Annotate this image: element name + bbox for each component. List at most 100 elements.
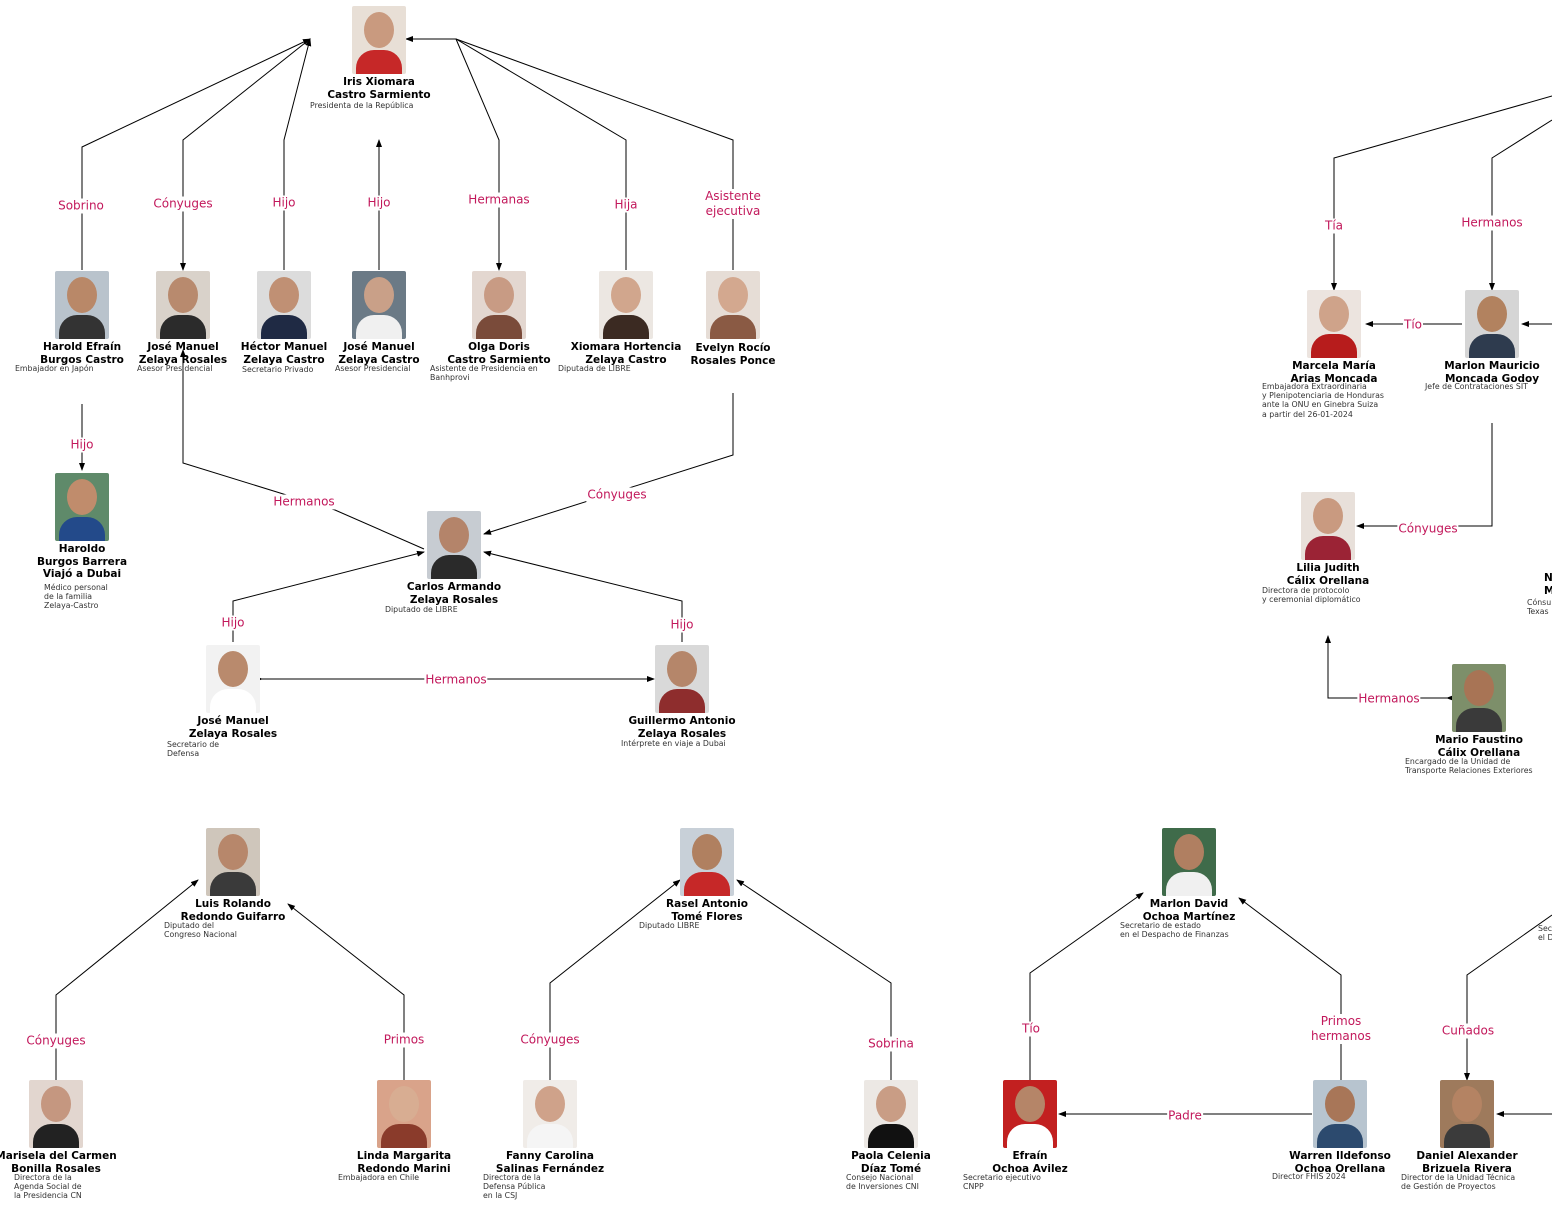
portrait (377, 1080, 431, 1148)
label-conyuges-4: Cónyuges (25, 1033, 87, 1049)
person-name: Lilia Judith Cálix Orellana (1286, 562, 1370, 587)
edge-conyuges-5 (547, 879, 681, 1087)
portrait (1440, 1080, 1494, 1148)
person-role: Diputado LIBRE (639, 921, 700, 930)
label-hermanos-4: Hermanos (1357, 691, 1421, 707)
portrait (655, 645, 709, 713)
portrait (1465, 290, 1519, 358)
person-role: Asesor Presidencial (335, 364, 411, 373)
person-name: Marlon Mauricio Moncada Godoy (1444, 360, 1540, 385)
person-role: Encargado de la Unidad de Transporte Rel… (1405, 757, 1533, 776)
portrait (352, 271, 406, 339)
person-role: Secretario de Defensa (167, 740, 220, 759)
label-tio-2: Tío (1020, 1021, 1042, 1037)
portrait (680, 828, 734, 896)
person-role: Asistente de Presidencia en Banhprovi (430, 364, 538, 383)
label-hermanas: Hermanas (467, 192, 531, 208)
person-name: Marisela del Carmen Bonilla Rosales (0, 1150, 117, 1175)
label-sobrino: Sobrino (57, 198, 105, 214)
portrait (1313, 1080, 1367, 1148)
label-tio-1: Tío (1402, 317, 1424, 333)
label-asistente: Asistente ejecutiva (704, 189, 762, 219)
portrait (523, 1080, 577, 1148)
person-name: Guillermo Antonio Zelaya Rosales (628, 715, 736, 740)
person-role: Jefe de Contrataciones SIT (1425, 382, 1528, 391)
portrait (427, 511, 481, 579)
portrait (55, 271, 109, 339)
label-primos: Primos (382, 1032, 426, 1048)
person-name: Harold Efraín Burgos Castro (40, 341, 124, 366)
person-name: Rasel Antonio Tomé Flores (666, 898, 748, 923)
edge-hermanos-4 (1325, 635, 1454, 701)
person-name: Paola Celenia Díaz Tomé (851, 1150, 931, 1175)
person-name: José Manuel Zelaya Rosales (188, 715, 278, 740)
person-name: N M (1544, 572, 1552, 597)
label-hijo-3: Hijo (69, 437, 95, 453)
person-role: Médico personal de la familia Zelaya-Cas… (44, 583, 108, 611)
label-primos-hermanos: Primos hermanos (1310, 1014, 1372, 1044)
portrait (257, 271, 311, 339)
edge-hermanos-3 (1489, 119, 1552, 291)
label-hija: Hija (613, 197, 639, 213)
person-role: Director FHIS 2024 (1272, 1172, 1346, 1181)
label-hermanos-1: Hermanos (272, 494, 336, 510)
person-role: Directora de la Agenda Social de la Pres… (14, 1173, 82, 1201)
label-conyuges-3: Cónyuges (1397, 521, 1459, 537)
portrait (599, 271, 653, 339)
person-role: Diputado de LIBRE (385, 605, 458, 614)
portrait (1162, 828, 1216, 896)
edge-sobrino (81, 38, 311, 270)
person-role: Directora de la Defensa Pública en la CS… (483, 1173, 546, 1201)
portrait (1307, 290, 1361, 358)
edge-primos-hermanos (1238, 897, 1344, 1089)
edge-hermanas (455, 38, 502, 271)
label-hijo-5: Hijo (669, 617, 695, 633)
person-role: Diputada de LIBRE (558, 364, 631, 373)
label-conyuges-5: Cónyuges (519, 1032, 581, 1048)
edge-conyuges-4 (53, 879, 199, 1087)
person-name: Daniel Alexander Brizuela Rivera (1416, 1150, 1518, 1175)
person-role: Embajador en Japón (15, 364, 94, 373)
portrait (706, 271, 760, 339)
person-name: Mario Faustino Cálix Orellana (1435, 734, 1523, 759)
person-role: Cónsu Texas (1527, 598, 1552, 617)
portrait (352, 6, 406, 74)
person-role: Diputado del Congreso Nacional (164, 921, 237, 940)
person-name: Efraín Ochoa Avilez (992, 1150, 1068, 1175)
portrait (1452, 664, 1506, 732)
portrait (29, 1080, 83, 1148)
person-role: Presidenta de la República (310, 101, 414, 110)
person-name: Carlos Armando Zelaya Rosales (406, 581, 502, 606)
person-role: Embajadora en Chile (338, 1173, 420, 1182)
person-role: Intérprete en viaje a Dubai (621, 739, 726, 748)
person-role: Directora de protocolo y ceremonial dipl… (1262, 586, 1361, 605)
portrait (206, 828, 260, 896)
edge-primos (287, 903, 407, 1087)
label-hijo-1: Hijo (271, 195, 297, 211)
label-hijo-4: Hijo (220, 615, 246, 631)
person-name: Haroldo Burgos Barrera Viajó a Dubai (36, 543, 128, 580)
portrait (1003, 1080, 1057, 1148)
edge-hija (405, 36, 627, 270)
portrait (206, 645, 260, 713)
person-name: Fanny Carolina Salinas Fernández (495, 1150, 605, 1175)
person-role: Secretario de estado en el Despacho de F… (1120, 921, 1229, 940)
person-role: Secretario Privado (242, 365, 314, 374)
edge-tia (1331, 95, 1552, 291)
person-name: José Manuel Zelaya Rosales (138, 341, 228, 366)
label-conyuges-2: Cónyuges (586, 487, 648, 503)
portrait (156, 271, 210, 339)
edge-hijo-1 (283, 38, 312, 270)
portrait (864, 1080, 918, 1148)
person-name: Luis Rolando Redondo Guifarro (180, 898, 286, 923)
person-name: Xiomara Hortencia Zelaya Castro (570, 341, 682, 366)
person-name: Marlon David Ochoa Martínez (1142, 898, 1236, 923)
label-hermanos-2: Hermanos (424, 672, 488, 688)
label-padre: Padre (1167, 1108, 1203, 1124)
person-name: Evelyn Rocío Rosales Ponce (690, 342, 776, 367)
edge-tio-2 (1029, 892, 1144, 1080)
person-role: Secretario ejecutivo CNPP (963, 1173, 1041, 1192)
person-role: Sec el D (1538, 924, 1552, 943)
edge-asistente (455, 38, 734, 270)
edge-conyuges-1 (180, 38, 311, 271)
